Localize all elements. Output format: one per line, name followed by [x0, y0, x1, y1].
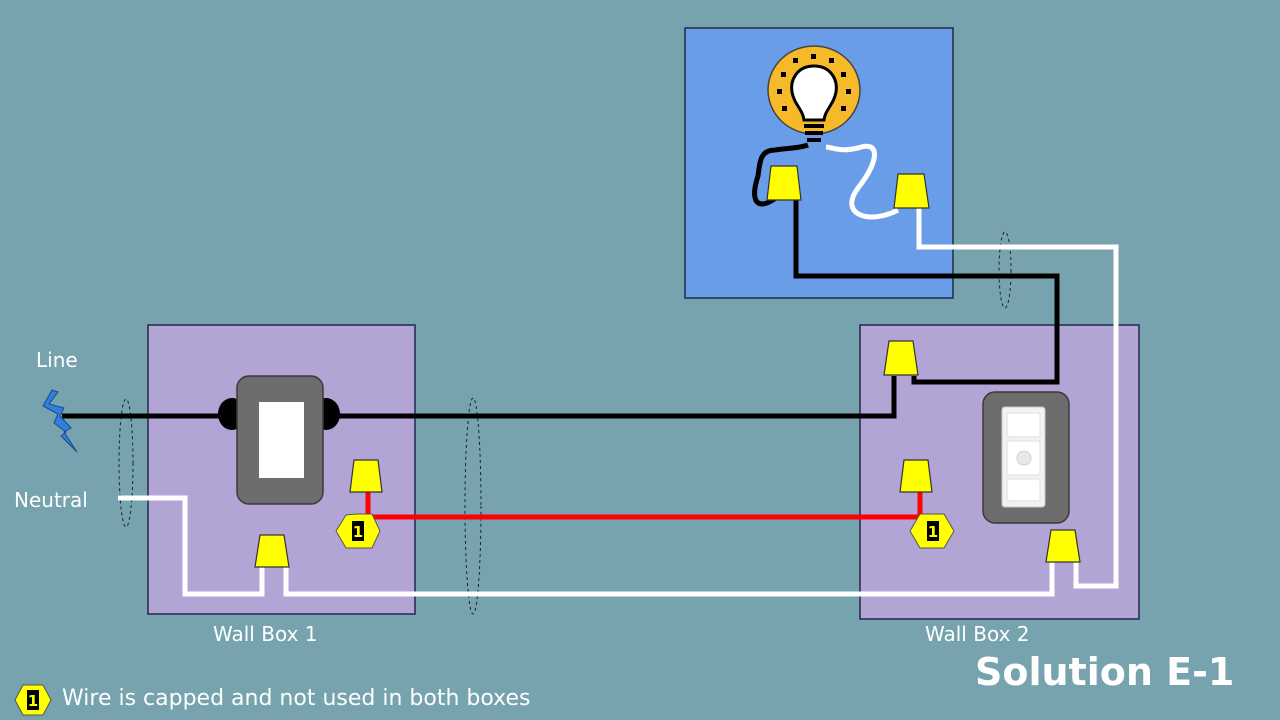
wire-nut: [899, 459, 933, 493]
solution-title: Solution E-1: [975, 650, 1235, 694]
footnote-text: Wire is capped and not used in both boxe…: [62, 686, 531, 711]
cable-ellipse-middle: [464, 397, 482, 615]
lightning-bolt-icon: [42, 389, 78, 453]
svg-text:1: 1: [353, 523, 363, 541]
marker-box-1: 1: [335, 513, 381, 549]
cable-ellipse-left: [118, 398, 134, 528]
wire-nut: [766, 165, 802, 201]
wall-box-2-label: Wall Box 2: [925, 622, 1030, 646]
svg-text:1: 1: [28, 692, 38, 710]
neutral-wires: [118, 143, 1119, 597]
wire-nut: [254, 534, 290, 568]
pico-remote-icon: [982, 391, 1070, 524]
svg-text:1: 1: [928, 523, 938, 541]
traveler-wire: [365, 492, 923, 520]
wire-nut: [349, 459, 383, 493]
wire-nut: [893, 173, 930, 209]
line-label: Line: [36, 348, 78, 372]
marker-box-2: 1: [909, 513, 955, 549]
neutral-label: Neutral: [14, 488, 88, 512]
footnote-marker: 1: [14, 684, 52, 716]
cable-ellipse-top: [998, 231, 1012, 309]
rocker-switch-icon: [218, 375, 340, 505]
light-bulb-icon: [767, 45, 861, 142]
wall-box-1-label: Wall Box 1: [213, 622, 318, 646]
wire-nut: [1045, 529, 1081, 563]
wire-nuts: [254, 165, 1081, 568]
wire-nut: [883, 340, 919, 376]
